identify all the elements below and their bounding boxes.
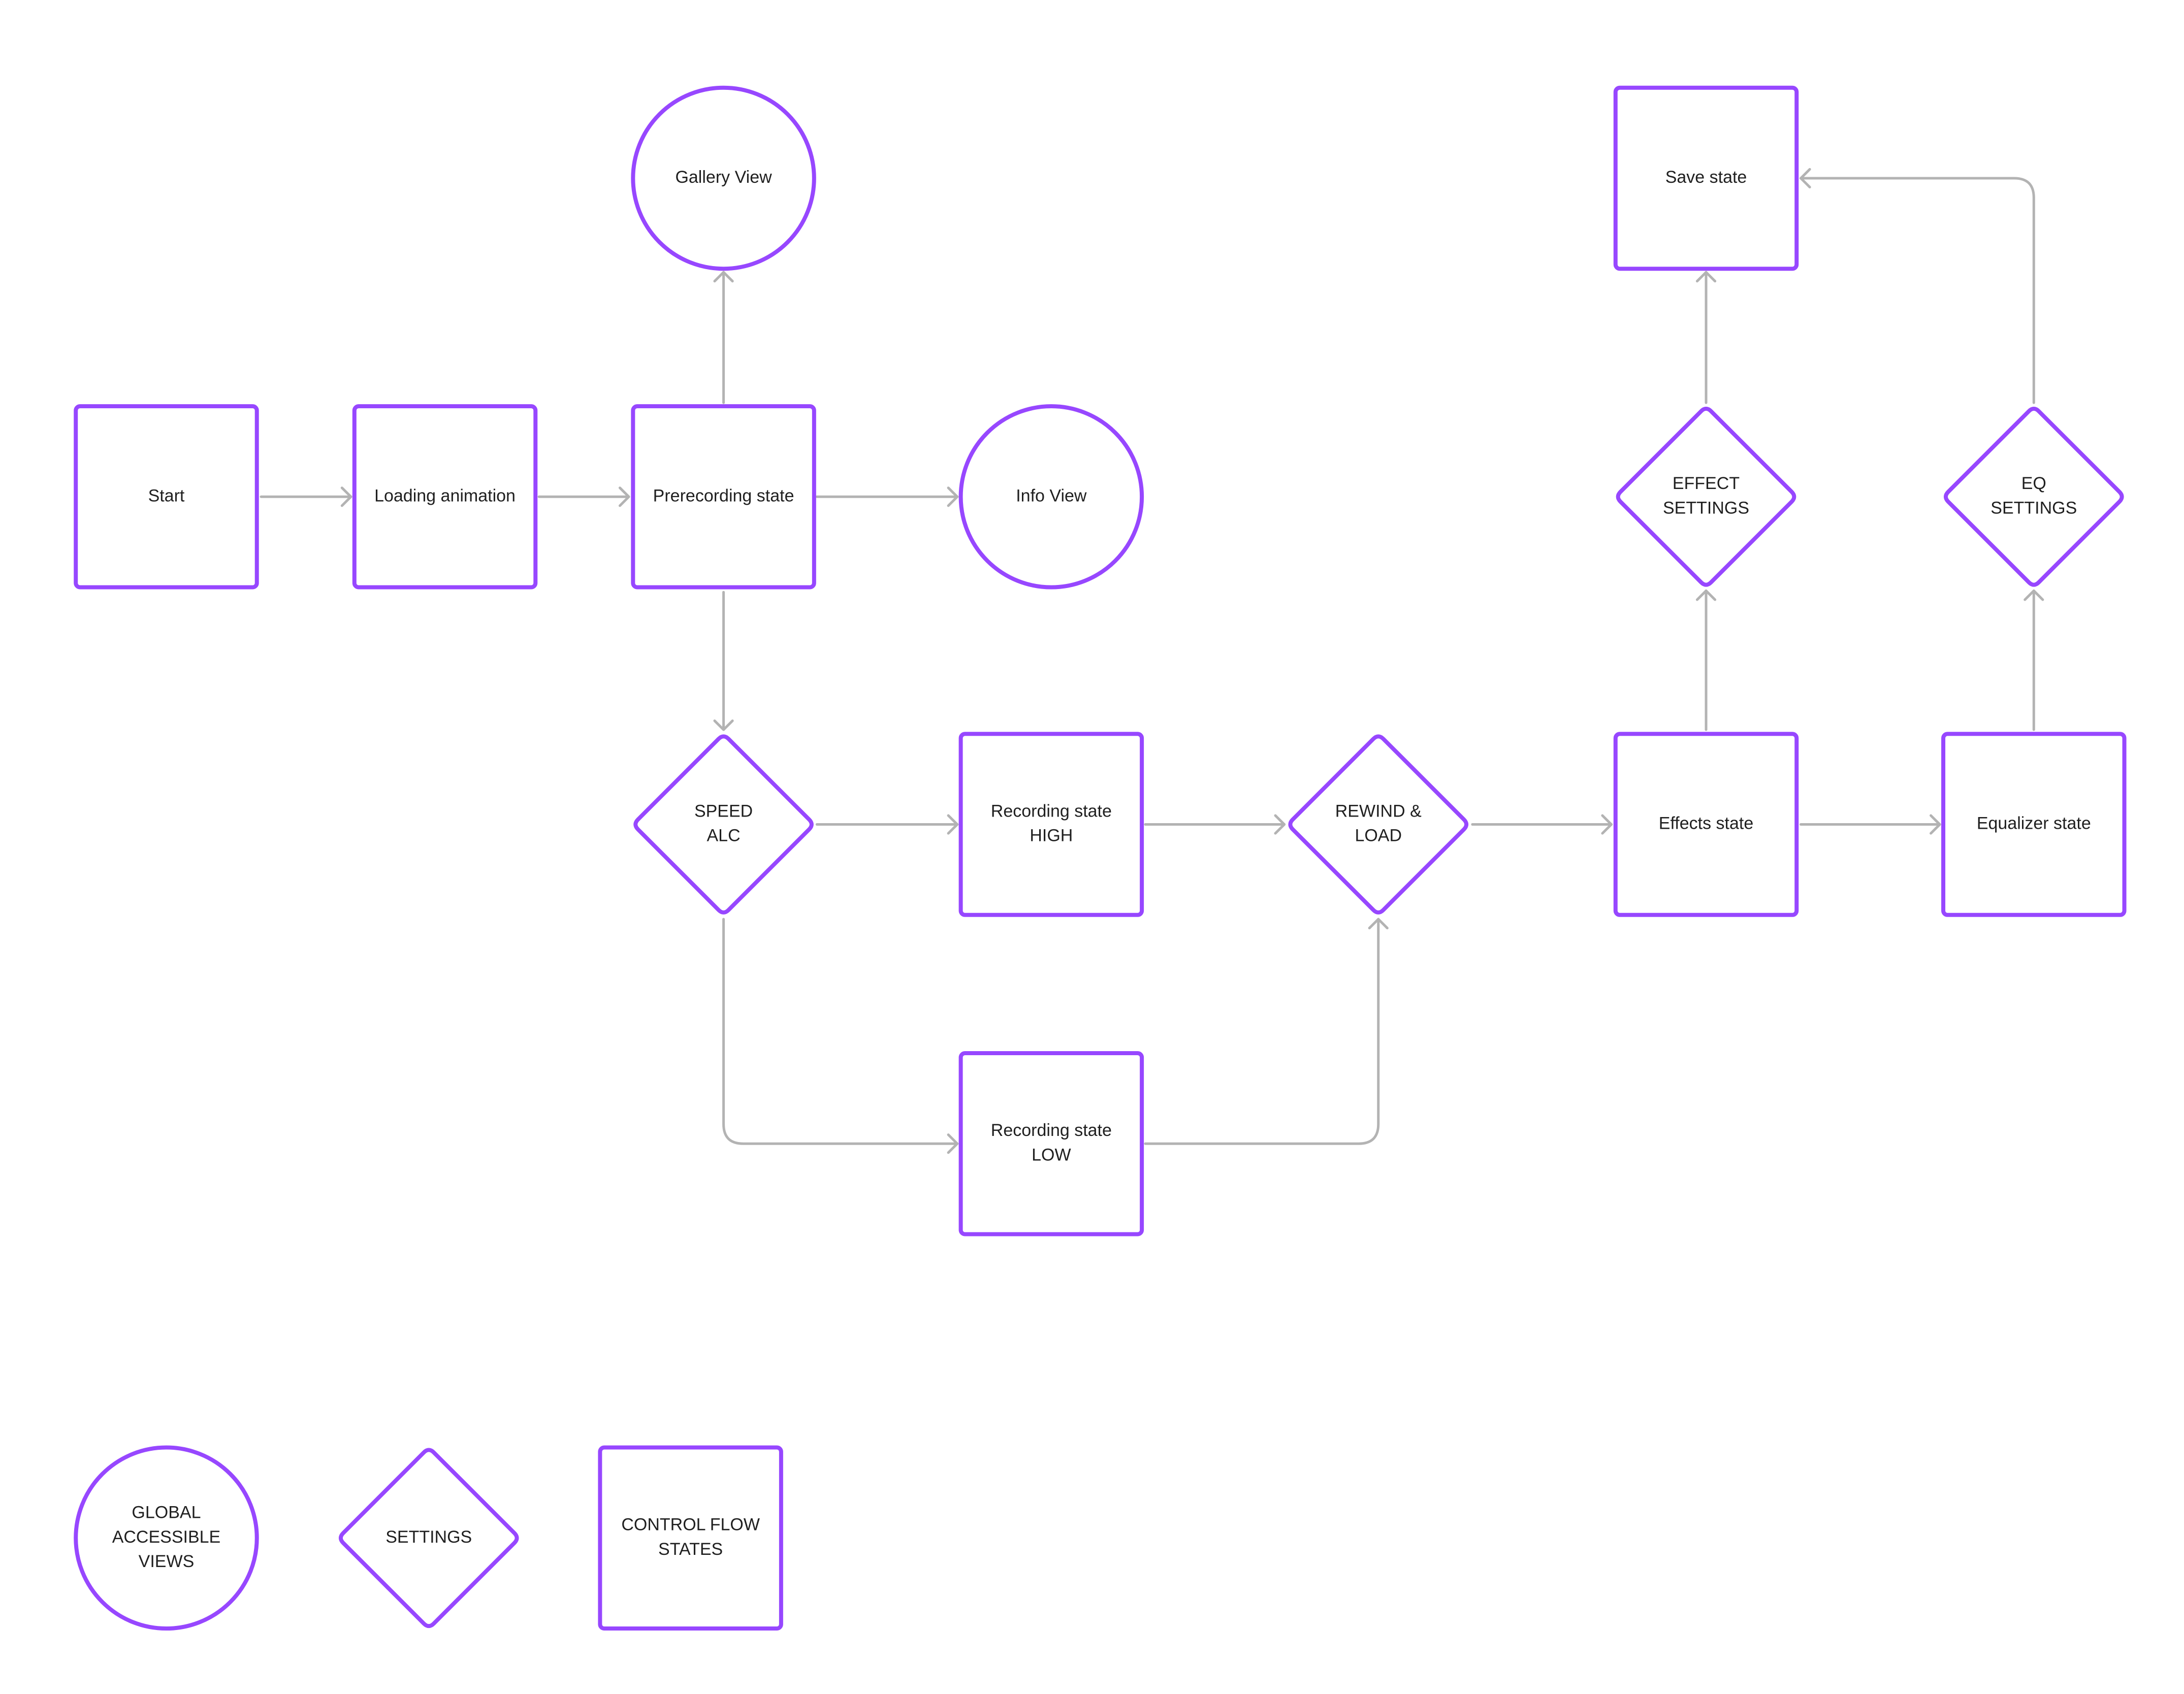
edge-eq-settings-to-save [1800,168,2035,404]
edge-effect-settings-to-save [1695,271,1717,404]
node-label: LOAD [1355,826,1402,845]
node-save: Save state [1613,85,1799,271]
edge-line [722,918,959,1145]
node-label: Equalizer state [1977,814,2091,833]
edge-speed-to-rec-low [722,918,959,1154]
circle-shape [74,1445,259,1631]
edge-effects-to-equalizer [1800,814,1941,835]
arrowhead [713,271,734,283]
arrowhead [1601,814,1613,835]
square-shape [74,404,259,590]
nodes-layer: Start Loading animation Prerecording state… [74,85,2127,1236]
node-label: Recording state [991,1121,1112,1140]
circle-shape [958,404,1144,590]
node-label: REWIND & [1335,801,1422,821]
edge-prerecording-to-info [815,486,959,507]
square-shape [598,1445,783,1631]
edge-equalizer-to-eq-settings [2024,589,2044,731]
node-info: Info View [958,404,1144,590]
node-effects: Effects state [1613,732,1799,917]
node-label: Info View [1016,486,1087,505]
diamond-shape [1288,734,1469,915]
arrowhead [2024,589,2044,601]
square-shape [1941,732,2127,917]
node-label: Effects state [1659,814,1753,833]
node-gallery: Gallery View [631,85,816,271]
node-label: HIGH [1030,826,1073,845]
node-label: SETTINGS [386,1527,472,1547]
node-prerecording: Prerecording state [631,404,816,590]
arrowhead [1695,271,1717,283]
node-label: ACCESSIBLE [112,1527,221,1547]
node-label: SPEED [694,801,753,821]
square-shape [958,732,1144,917]
diamond-shape [338,1448,519,1628]
arrowhead [947,814,959,835]
node-label: EFFECT [1673,474,1740,493]
node-label: Prerecording state [653,486,794,505]
edge-rec-high-to-rewind [1144,814,1286,835]
edge-line [1144,918,1380,1145]
node-loading: Loading animation [352,404,538,590]
edge-start-to-loading [260,486,352,507]
arrowhead [1695,589,1717,601]
arrowhead [947,1133,959,1154]
arrowhead [340,486,352,507]
arrowhead [1930,814,1941,835]
arrowhead [1368,918,1389,930]
node-equalizer: Equalizer state [1941,732,2127,917]
node-eq-settings: EQ SETTINGS [1943,406,2124,587]
node-label: SETTINGS [1663,498,1749,517]
diamond-shape [1943,406,2124,587]
node-label: ALC [707,826,741,845]
arrowhead [947,486,959,507]
diamond-shape [633,734,814,915]
node-label: Recording state [991,801,1112,821]
node-label: VIEWS [139,1552,195,1571]
edge-prerecording-to-speed [713,591,734,731]
square-shape [958,1051,1144,1236]
edge-rewind-to-effects [1471,814,1613,835]
node-legend-square: CONTROL FLOW STATES [598,1445,783,1631]
edge-loading-to-prerecording [537,486,630,507]
node-label: STATES [658,1540,723,1559]
legend-layer: GLOBAL ACCESSIBLE VIEWS SETTINGS CONTROL FLO… [74,1445,783,1631]
node-effect-settings: EFFECT SETTINGS [1616,406,1796,587]
node-label: Start [148,486,185,505]
arrowhead [713,719,734,731]
arrowhead [1274,814,1286,835]
node-legend-diamond: SETTINGS [338,1448,519,1628]
node-label: LOW [1032,1145,1071,1164]
arrowhead [618,486,630,507]
node-label: Save state [1665,168,1747,187]
square-shape [631,404,816,590]
node-label: EQ [2021,474,2046,493]
square-shape [352,404,538,590]
edge-rec-low-to-rewind [1144,918,1389,1145]
node-label: CONTROL FLOW [621,1515,760,1535]
edge-speed-to-rec-high [815,814,959,835]
node-label: SETTINGS [1990,498,2077,517]
edge-prerecording-to-gallery [713,271,734,404]
node-rewind: REWIND & LOAD [1288,734,1469,915]
arrowhead [1800,168,1811,189]
node-start: Start [74,404,259,590]
node-label: Loading animation [374,486,516,505]
edge-effects-to-effect-settings [1695,589,1717,731]
node-legend-circle: GLOBAL ACCESSIBLE VIEWS [74,1445,259,1631]
node-label: GLOBAL [132,1503,201,1522]
edges-layer [260,168,2044,1154]
square-shape [1613,732,1799,917]
node-label: Gallery View [675,168,772,187]
circle-shape [631,85,816,271]
edge-line [1800,177,2035,404]
node-speed: SPEED ALC [633,734,814,915]
square-shape [1613,85,1799,271]
diamond-shape [1616,406,1796,587]
